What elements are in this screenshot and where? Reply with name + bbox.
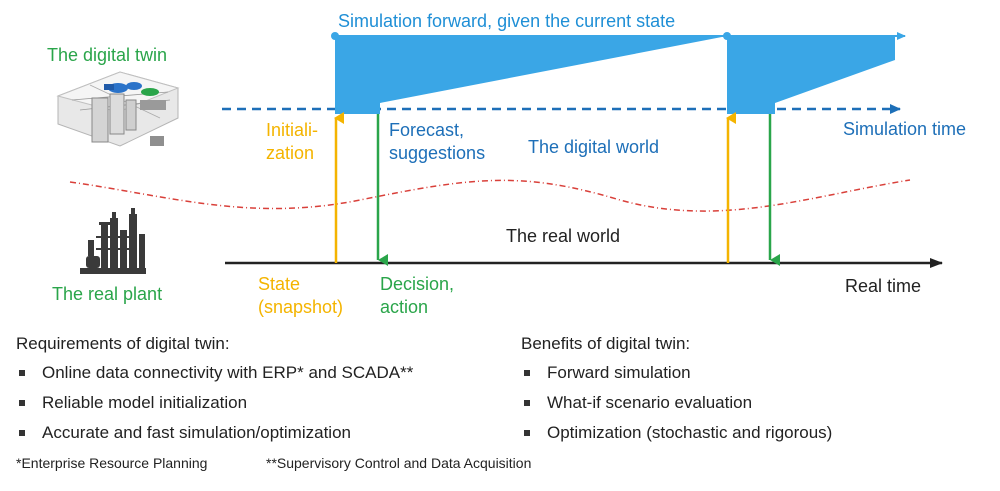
- initialization-line1: Initiali-: [266, 120, 319, 140]
- state-line2: (snapshot): [258, 297, 344, 317]
- requirements-section: Requirements of digital twin: Online dat…: [16, 330, 413, 448]
- benefits-list: Forward simulation What-if scenario eval…: [521, 358, 832, 448]
- digital-twin-label: The digital twin: [47, 45, 168, 65]
- benefits-section: Benefits of digital twin: Forward simula…: [521, 330, 832, 448]
- simulation-wedge-2: [727, 36, 895, 103]
- state-line1: State: [258, 274, 301, 294]
- forecast-line1: Forecast,: [389, 120, 465, 140]
- decision-line2: action: [380, 297, 429, 317]
- simulation-wedge-1: [335, 36, 727, 103]
- real-time-label: Real time: [845, 276, 922, 296]
- footnote-erp: *Enterprise Resource Planning: [16, 455, 208, 471]
- state-label: State (snapshot): [258, 273, 343, 319]
- initialization-line2: zation: [266, 143, 315, 163]
- sim-bar-2: [727, 103, 775, 114]
- decision-line1: Decision,: [380, 274, 455, 294]
- real-plant-icon: [80, 208, 146, 274]
- requirements-heading: Requirements of digital twin:: [16, 334, 230, 353]
- digital-twin-model-icon: [56, 71, 180, 147]
- requirement-item: Accurate and fast simulation/optimizatio…: [16, 418, 413, 448]
- benefits-heading: Benefits of digital twin:: [521, 334, 691, 353]
- sim-forward-label: Simulation forward, given the current st…: [338, 11, 676, 31]
- decision-label: Decision, action: [380, 273, 454, 319]
- real-world-label: The real world: [506, 226, 621, 246]
- requirement-item: Online data connectivity with ERP* and S…: [16, 358, 413, 388]
- requirements-list: Online data connectivity with ERP* and S…: [16, 358, 413, 448]
- benefit-item: What-if scenario evaluation: [521, 388, 832, 418]
- benefit-item: Optimization (stochastic and rigorous): [521, 418, 832, 448]
- initialization-label: Initiali- zation: [266, 119, 318, 165]
- footnote-scada: **Supervisory Control and Data Acquisiti…: [266, 455, 532, 471]
- world-boundary-curve: [69, 179, 911, 212]
- simulation-time-label: Simulation time: [843, 119, 967, 139]
- forecast-line2: suggestions: [389, 143, 486, 163]
- requirement-item: Reliable model initialization: [16, 388, 413, 418]
- digital-world-label: The digital world: [528, 137, 660, 157]
- forecast-label: Forecast, suggestions: [389, 119, 485, 165]
- benefit-item: Forward simulation: [521, 358, 832, 388]
- real-plant-label: The real plant: [52, 284, 163, 304]
- sim-bar-1: [335, 103, 380, 114]
